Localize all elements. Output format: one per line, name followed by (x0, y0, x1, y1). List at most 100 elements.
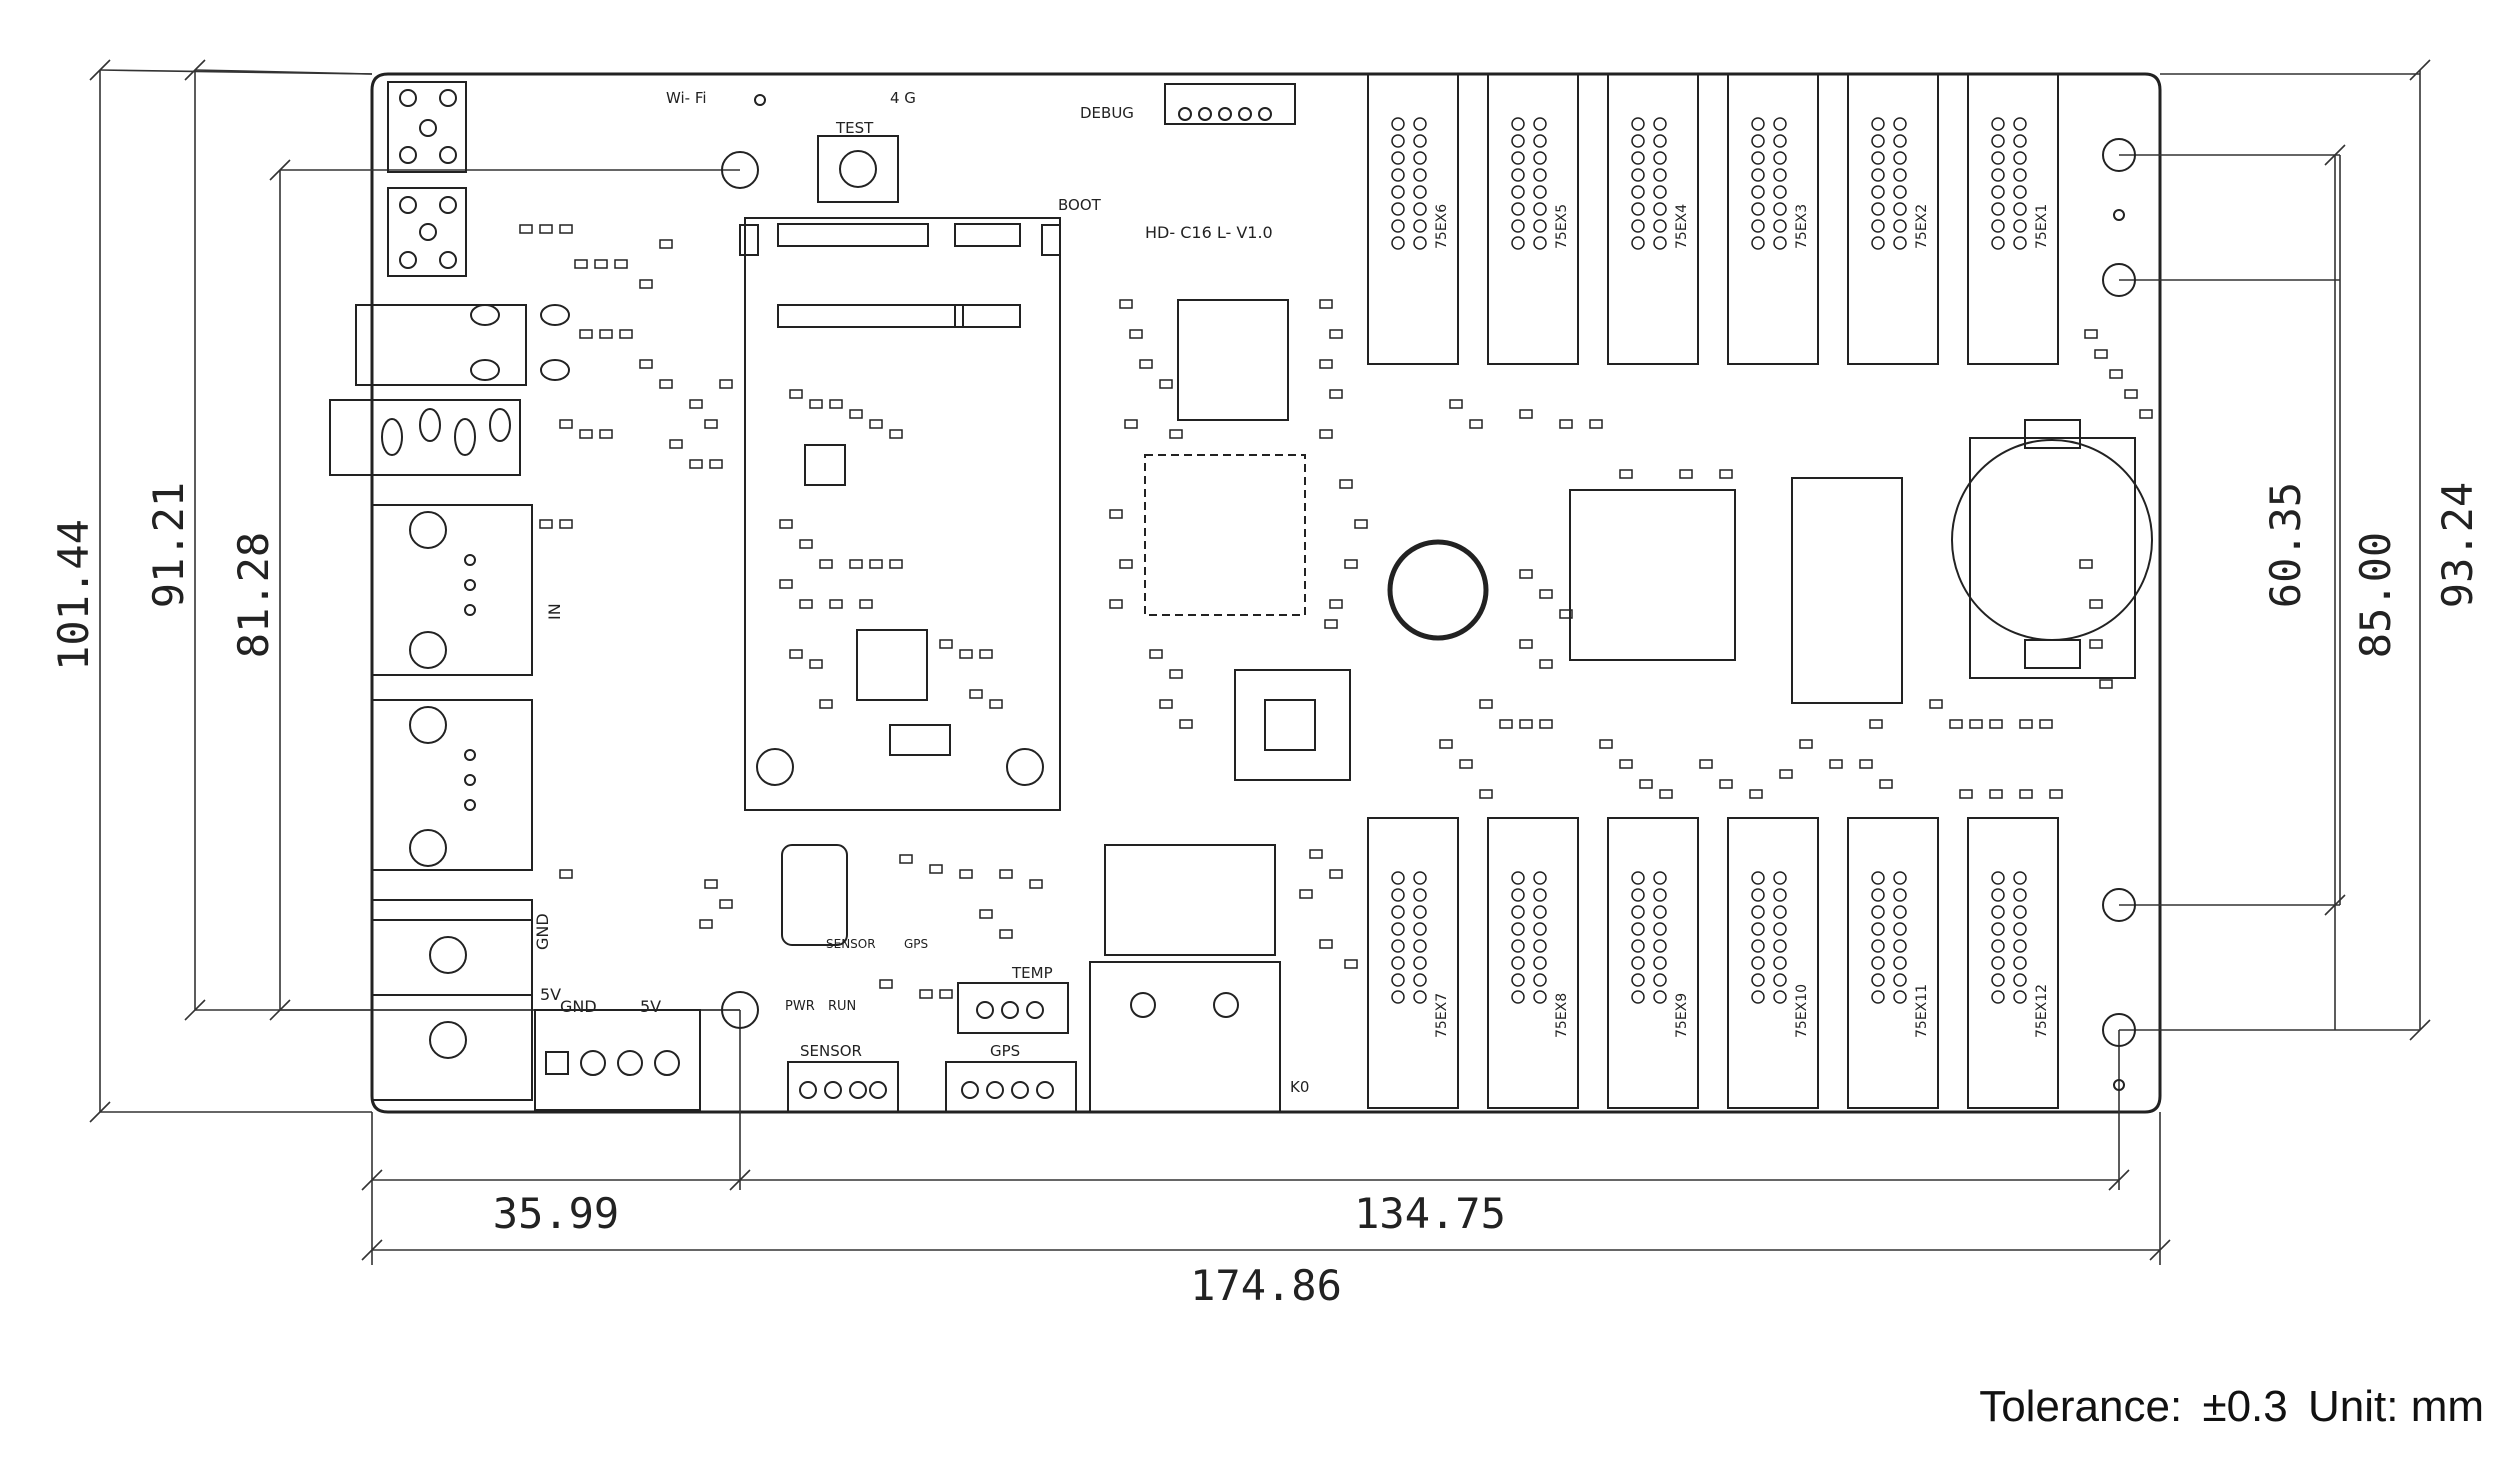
smd-pad (1459, 759, 1473, 769)
smd-pad (1329, 389, 1343, 399)
label-boot: BOOT (1058, 196, 1102, 214)
label-pwr: PWR (785, 999, 815, 1014)
board-model-label: HD- C16 L- V1.0 (1145, 223, 1273, 242)
smd-pad (2089, 639, 2103, 649)
smd-pad (1319, 299, 1333, 309)
smd-pad (1159, 699, 1173, 709)
hub-label: 75EX1 (2034, 204, 2050, 249)
smd-pad (2049, 789, 2063, 799)
horizontal-dimensions (361, 1010, 2171, 1265)
smd-pad (669, 439, 683, 449)
label-test: TEST (835, 119, 874, 137)
smd-pad (1589, 419, 1603, 429)
smd-pad (1519, 719, 1533, 729)
smd-pad (519, 224, 533, 234)
smd-pad (1329, 329, 1343, 339)
emmc-chip (1234, 669, 1351, 781)
smd-pad (1129, 329, 1143, 339)
hub-label: 75EX12 (2034, 984, 2050, 1038)
smd-pad (919, 989, 933, 999)
smd-pad (559, 224, 573, 234)
k0-connector (1089, 961, 1281, 1113)
smd-pad (639, 279, 653, 289)
smd-pad (619, 329, 633, 339)
smd-pad (1599, 739, 1613, 749)
smd-pad (599, 429, 613, 439)
smd-pad (869, 559, 883, 569)
hub-connector: 75EX4 (1607, 73, 1699, 365)
smd-pad (1479, 789, 1493, 799)
label-gps: GPS (990, 1042, 1020, 1060)
smd-pad (989, 699, 1003, 709)
smd-pad (1329, 599, 1343, 609)
smd-pad (2019, 719, 2033, 729)
smd-pad (779, 579, 793, 589)
smd-pad (879, 979, 893, 989)
smd-pad (1719, 779, 1733, 789)
smd-pad (1879, 779, 1893, 789)
label-in: IN (545, 603, 564, 620)
hub-connector: 75EX9 (1607, 817, 1699, 1109)
smd-pad (719, 899, 733, 909)
hub-connector: 75EX1 (1967, 73, 2059, 365)
hub-connector: 75EX5 (1487, 73, 1579, 365)
unit-label: Unit: mm (2308, 1382, 2484, 1431)
mount-hole-bottom-right-1 (2102, 888, 2136, 922)
hub-connector: 75EX3 (1727, 73, 1819, 365)
soc-bga (1144, 454, 1306, 616)
hub-connector: 75EX2 (1847, 73, 1939, 365)
fpga-bga (1569, 489, 1736, 661)
label-4g: 4 G (890, 89, 916, 107)
smd-pad (699, 919, 713, 929)
smd-pad (799, 539, 813, 549)
smd-pad (2139, 409, 2153, 419)
board-outline (370, 72, 2162, 1114)
hub-label: 75EX2 (1914, 204, 1930, 249)
gps-connector (945, 1061, 1077, 1113)
smd-pad (1319, 359, 1333, 369)
hub-connector: 75EX6 (1367, 73, 1459, 365)
hub-connectors-top: 75EX6 75EX5 75EX4 75EX3 75EX2 75EX1 (1367, 73, 2059, 365)
smd-pad (1479, 699, 1493, 709)
smd-pad (2109, 369, 2123, 379)
smd-pad (614, 259, 628, 269)
label-gnd-terminal: GND (560, 997, 597, 1016)
smd-pad (1719, 469, 1733, 479)
smd-pad (1519, 569, 1533, 579)
smd-pad (1469, 419, 1483, 429)
smd-pad (599, 329, 613, 339)
label-5v: 5V (540, 985, 561, 1004)
hub-label: 75EX8 (1554, 993, 1570, 1038)
smd-pad (979, 909, 993, 919)
smd-pad (1749, 789, 1763, 799)
mount-hole-bottom-right-2 (2102, 1013, 2136, 1047)
label-sensor: SENSOR (800, 1042, 862, 1060)
tolerance-note: Tolerance: ±0.3 Unit: mm (1971, 1382, 2484, 1432)
label-gps-small: GPS (904, 937, 928, 951)
smd-pad (819, 699, 833, 709)
smd-pad (2079, 559, 2093, 569)
mount-hole-top-left (721, 151, 759, 189)
smd-pad (899, 854, 913, 864)
usb-block-1 (387, 81, 467, 173)
hub-label: 75EX11 (1914, 984, 1930, 1038)
smd-pad (789, 389, 803, 399)
smd-pad (659, 239, 673, 249)
smd-pad (639, 359, 653, 369)
smd-pad (1179, 719, 1193, 729)
smd-pad (1559, 419, 1573, 429)
test-button (817, 135, 899, 203)
smd-pad (1859, 759, 1873, 769)
smd-components (519, 224, 2153, 999)
dim-174-86: 174.86 (1190, 1261, 1342, 1310)
smd-pad (819, 559, 833, 569)
central-components (739, 83, 2153, 1113)
smd-pad (719, 379, 733, 389)
smd-pad (809, 399, 823, 409)
smd-pad (959, 869, 973, 879)
smd-pad (1449, 399, 1463, 409)
smd-pad (789, 649, 803, 659)
smd-pad (709, 459, 723, 469)
smd-pad (1539, 589, 1553, 599)
sdram-chip (1791, 477, 1903, 704)
